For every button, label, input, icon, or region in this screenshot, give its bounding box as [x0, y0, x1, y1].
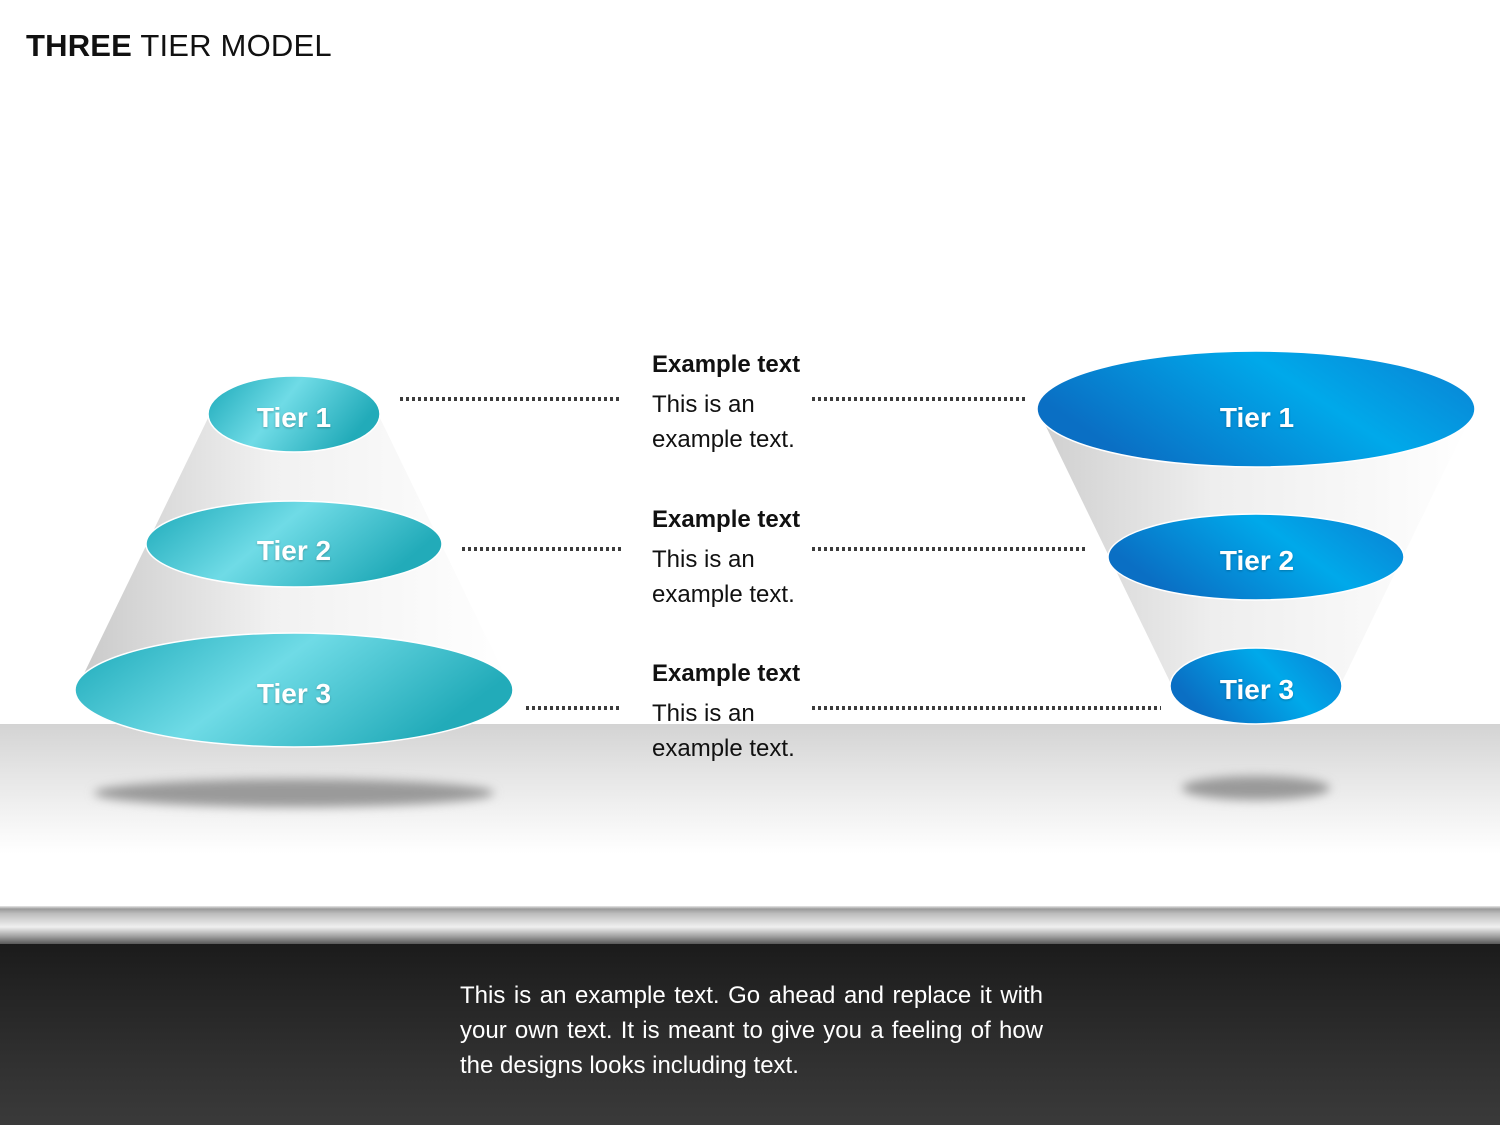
center-text-block-2: Example text This is an example text. — [652, 505, 832, 612]
right-tier-3-label: Tier 3 — [1219, 674, 1295, 705]
center-heading: Example text — [652, 506, 801, 533]
footer-text: This is an example text. Go ahead and re… — [460, 982, 1043, 1079]
center-heading: Example text — [652, 660, 801, 687]
right-tier-3-disc — [1169, 647, 1343, 725]
left-tier-3-disc — [74, 632, 514, 748]
left-tier-3-label: Tier 3 — [256, 678, 332, 709]
right-tier-2-label: Tier 2 — [1219, 545, 1295, 576]
right-tier-1-label: Tier 1 — [1219, 402, 1295, 433]
right-cone-shadow — [1182, 776, 1330, 800]
center-text-block-3: Example text This is an example text. — [652, 659, 832, 766]
left-tier-1-disc — [207, 375, 381, 453]
center-body: This is an example text. — [652, 546, 795, 608]
left-cone-shadow — [94, 779, 494, 807]
page-title: THREE TIER MODEL — [26, 28, 332, 64]
title-rest: TIER MODEL — [132, 28, 332, 63]
left-tier-2-disc — [145, 500, 443, 588]
left-tier-2-label: Tier 2 — [256, 535, 332, 566]
title-bold: THREE — [26, 28, 133, 63]
tier-diagram — [74, 350, 1476, 807]
center-heading: Example text — [652, 351, 801, 378]
left-tier-1-label: Tier 1 — [256, 402, 332, 433]
footer-panel — [0, 944, 1500, 1125]
right-tier-1-disc — [1036, 350, 1476, 468]
center-body: This is an example text. — [652, 700, 795, 762]
center-text-block-1: Example text This is an example text. — [652, 350, 832, 457]
right-tier-2-disc — [1107, 513, 1405, 601]
center-body: This is an example text. — [652, 391, 795, 453]
footer-divider-bar — [0, 906, 1500, 944]
